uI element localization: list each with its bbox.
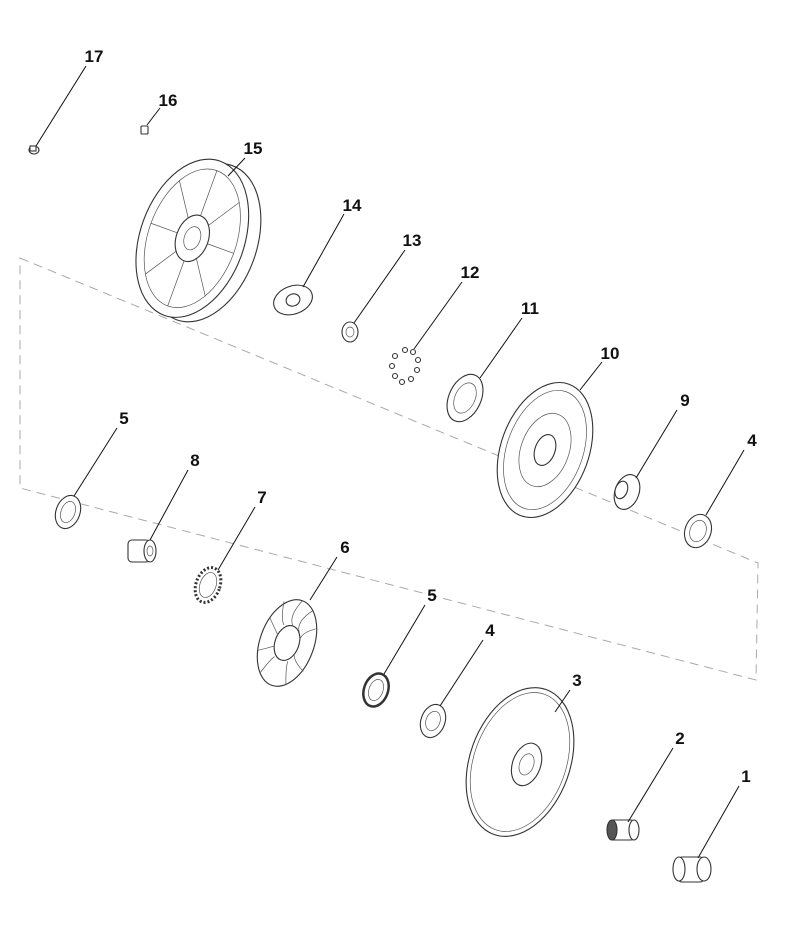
callout-3: 3 (572, 671, 581, 690)
callout-17: 17 (85, 47, 104, 66)
callout-15: 15 (244, 139, 263, 158)
callout-9: 9 (680, 391, 689, 410)
part-1-bushing (672, 856, 712, 883)
part-8-bearing (127, 539, 157, 563)
leader-11 (479, 317, 523, 379)
leader-7 (217, 506, 256, 571)
callout-1: 1 (741, 767, 750, 786)
part-7-roller-cage (193, 566, 223, 604)
part-16-plug (140, 125, 149, 135)
callout-16: 16 (159, 91, 178, 110)
part-4-washer-lower (419, 703, 447, 739)
leader-3 (554, 689, 571, 713)
callout-4-upper: 4 (747, 431, 757, 450)
callout-5-left: 5 (119, 409, 128, 428)
part-11-thrust-plate (446, 373, 484, 423)
leader-5-left (73, 427, 118, 497)
callout-14: 14 (343, 196, 362, 215)
callout-12: 12 (461, 263, 480, 282)
part-2-sleeve (606, 819, 640, 841)
part-13-washer (341, 321, 359, 343)
leader-13 (353, 249, 406, 324)
leader-5-lower (383, 604, 426, 675)
part-5-seal (54, 494, 82, 530)
part-15-housing (135, 158, 262, 323)
part-12-ball-ring (388, 346, 422, 386)
leader-9 (635, 409, 678, 479)
leader-1 (697, 785, 740, 859)
leader-14 (302, 213, 345, 288)
callout-13: 13 (403, 231, 422, 250)
leader-17 (35, 65, 87, 147)
leader-4-lower (439, 639, 484, 707)
leader-15 (227, 157, 246, 177)
subassembly-boundary (19, 257, 759, 681)
part-3-cover (465, 687, 575, 837)
leader-10 (579, 361, 603, 391)
callout-5-lower: 5 (427, 586, 436, 605)
part-17-screw (28, 145, 40, 155)
leader-2 (627, 747, 674, 823)
leader-16 (146, 107, 161, 126)
part-4-washer (683, 513, 713, 549)
leader-8 (149, 469, 189, 541)
callout-10: 10 (601, 344, 620, 363)
part-10-clutch-disc (496, 381, 594, 519)
callout-11: 11 (521, 299, 539, 318)
leader-12 (413, 281, 463, 350)
part-14-plate (273, 284, 313, 316)
leader-4-upper (705, 449, 745, 516)
part-5-one-way-clutch (362, 672, 390, 708)
callout-7: 7 (257, 488, 266, 507)
callout-6: 6 (340, 538, 349, 557)
callout-4-lower: 4 (485, 621, 495, 640)
leader-6 (309, 556, 338, 601)
callout-2: 2 (675, 729, 684, 748)
part-9-hub (613, 474, 641, 510)
callout-8: 8 (190, 451, 199, 470)
part-6-stator (256, 599, 318, 687)
